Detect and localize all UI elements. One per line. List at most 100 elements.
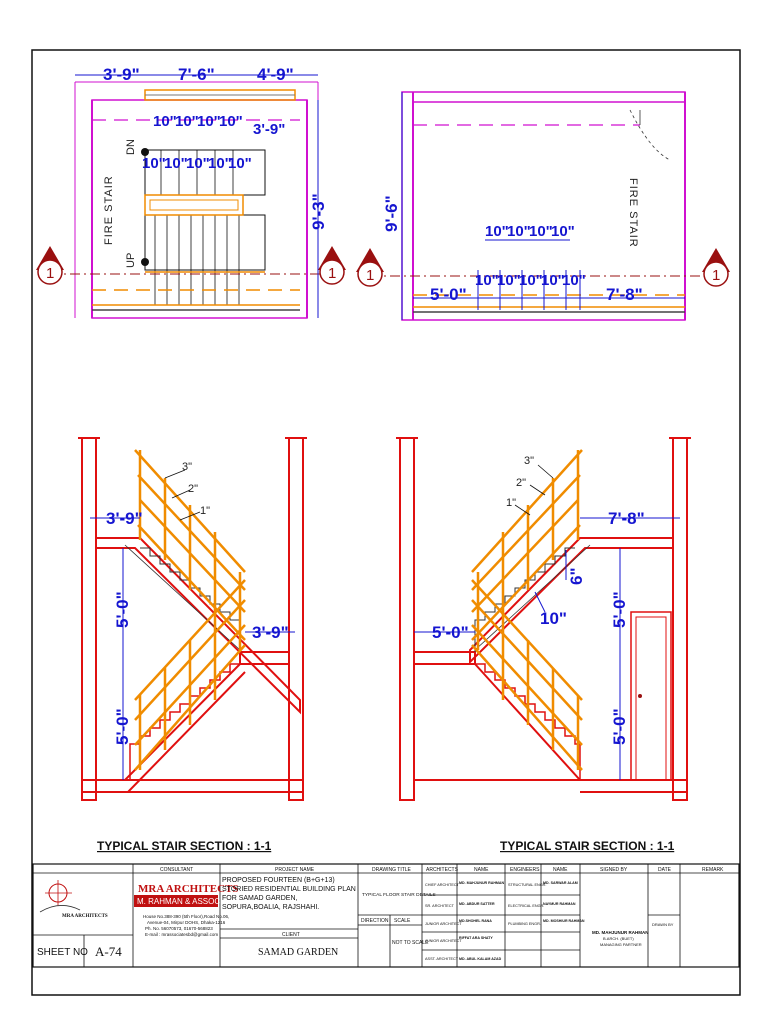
tb-sheet-label: SHEET NO (37, 947, 88, 958)
plan-right-dim-left: 9'-6" (382, 195, 401, 232)
plan-left-dim-top-3: 4'-9" (257, 65, 294, 84)
tb-arch-name-3: MD.SHOHEL RANA (459, 919, 492, 923)
plan-left-tread-upper-side: 3'-9" (253, 121, 285, 138)
title-block: CONSULTANT PROJECT NAME DRAWING TITLE AR… (32, 863, 740, 968)
section-right-rail-3: 3" (524, 455, 534, 467)
tb-arch-role-4: JUNIOR ARCHITECT (425, 939, 462, 943)
tb-eng-name-3: MD. MOSHIUR RAHMAN (543, 919, 585, 923)
plan-left-tread-upper: 10" 10" 10" 10" 3'-9" (153, 113, 285, 138)
plan-right-section-marker-left: 1 (356, 248, 384, 287)
tb-col-name: NAME (474, 867, 489, 873)
tb-arch-role-2: SR. ARCHITECT (425, 904, 455, 908)
plan-left-label-up: UP (125, 253, 137, 268)
plan-left-tread-lower-2: 10" (164, 155, 188, 172)
section-right-title: TYPICAL STAIR SECTION : 1-1 (500, 839, 675, 853)
plan-left-section-marker-right-label: 1 (328, 265, 336, 282)
tb-col-remark: REMARK (702, 867, 724, 873)
section-right-wall-left (399, 437, 415, 801)
tb-eng-name-1: MD. SARWAR ALAM (543, 881, 578, 885)
section-right-rail-2: 2" (516, 477, 526, 489)
tb-direction-header: DIRECTION (361, 918, 389, 924)
section-right-landing-mid: 5'-0" (432, 623, 469, 642)
section-left-slab-lower (81, 663, 246, 793)
plan-left-dim-right: 9'-3" (309, 193, 328, 230)
plan-right: FIRE STAIR 9'-6" 10" 10" 10" 10" 10" 10"… (356, 91, 730, 321)
section-right-slab-upper (469, 537, 674, 665)
plan-right-tread-lower-2: 10" (497, 272, 521, 289)
section-left-landing-top: 3'-9" (106, 509, 143, 528)
plan-right-tread-upper-3: 10" (529, 223, 553, 240)
plan-right-section-marker-left-label: 1 (366, 267, 374, 284)
section-right-wall-right (672, 437, 688, 801)
section-left-title: TYPICAL STAIR SECTION : 1-1 (97, 839, 272, 853)
tb-eng-name-2: NAYMUR RAHMAN (543, 902, 576, 906)
tb-col-signed: SIGNED BY (600, 867, 628, 873)
section-left-height-upper: 5'-0" (113, 591, 132, 628)
tb-arch-name-2: MD. ABDUR SATTER (459, 902, 495, 906)
tb-client-name: SAMAD GARDEN (258, 947, 338, 958)
tb-col-date: DATE (658, 867, 672, 873)
plan-right-tread-upper-4: 10" (551, 223, 575, 240)
plan-right-dim-bottom-left: 5'-0" (430, 285, 467, 304)
section-left-rail-1: 1" (200, 505, 210, 517)
section-right-door (630, 611, 672, 781)
plan-left-tread-upper-4: 10" (219, 113, 243, 130)
tb-drawn-by: DRAWN BY (652, 922, 674, 927)
plan-right-tread-upper-1: 10" (485, 223, 509, 240)
tb-address-2: Avenue-04, Mirpur DOHS, Dhaka-1216 (147, 920, 226, 925)
plan-right-tread-upper-2: 10" (507, 223, 531, 240)
tb-sheet-no: A-74 (95, 944, 122, 959)
tb-col-name2: NAME (553, 867, 568, 873)
tb-eng-role-2: ELECTRICAL ENGR. (508, 904, 544, 908)
section-right-slab-mid (413, 651, 476, 665)
tb-signed-line2: B.ARCH. (BUET) (603, 936, 634, 941)
mra-logo: MRA ARCHITECTS (39, 880, 108, 919)
plan-right-tread-lower-4: 10" (541, 272, 565, 289)
section-left-rail-3: 3" (182, 461, 192, 473)
tb-eng-role-3: PLUMBING ENGR. (508, 922, 541, 926)
section-right-upper-steps (474, 547, 575, 652)
plan-right-dim-bottom-right: 7'-8" (606, 285, 643, 304)
plan-left-dim-top-2: 7'-6" (178, 65, 215, 84)
plan-right-section-marker-right: 1 (702, 248, 730, 287)
tb-project-header: PROJECT NAME (275, 867, 315, 873)
tb-arch-name-5: MD. ABUL KALAM AZAD (459, 957, 502, 961)
section-right-rail-1: 1" (506, 497, 516, 509)
sheet-border (31, 49, 741, 996)
plan-left-tread-lower-5: 10" (228, 155, 252, 172)
section-left-height-lower: 5'-0" (113, 708, 132, 745)
section-right: 3" 2" 1" 7'-8" 5'-0" 6" 10" 5'-0" 5'-0" … (396, 437, 691, 853)
section-left-landing-mid: 3'-9" (252, 623, 289, 642)
plan-left-tread-upper-3: 10" (197, 113, 221, 130)
plan-right-tread-lower-5: 10" (562, 272, 586, 289)
section-left-wall-left (81, 437, 97, 801)
plan-left-tread-upper-2: 10" (175, 113, 199, 130)
tb-scale-value: NOT TO SCALE (392, 940, 429, 946)
tb-arch-role-5: ASST. ARCHITECT (425, 957, 459, 961)
tb-signed-line3: MANAGING PARTNER (600, 942, 642, 947)
section-left-lower-steps (129, 663, 240, 780)
section-left-slab-mid (239, 651, 290, 665)
plan-right-tread-lower-1: 10" (475, 272, 499, 289)
plan-left-tread-lower: 10" 10" 10" 10" 10" (142, 155, 252, 172)
tb-drawing-title: TYPICAL FLOOR STAIR DETAILS (362, 892, 436, 898)
plan-left-tread-upper-1: 10" (153, 113, 177, 130)
tb-col-engineers: ENGINEERS (510, 867, 540, 873)
section-right-tread: 10" (540, 609, 567, 628)
plan-left-midlanding (144, 194, 244, 216)
tb-arch-role-3: JUNIOR ARCHITECT (425, 922, 462, 926)
section-left: 3" 2" 1" 3'-9" 3'-9" 5'-0" 5'-0" TYPICAL… (78, 437, 307, 853)
plan-left-section-marker-left-label: 1 (46, 265, 54, 282)
plan-left-section-marker-right: 1 (318, 246, 346, 285)
tb-client-header: CLIENT (282, 932, 300, 938)
tb-address-4: E-mail : mrassociatesbd@gmail.com (145, 932, 218, 937)
plan-right-label-fire: FIRE STAIR (627, 178, 639, 248)
tb-project-name: PROPOSED FOURTEEN (B+G+13) STORIED RESID… (222, 877, 356, 911)
plan-right-tread-lower-3: 10" (519, 272, 543, 289)
plan-left-tread-lower-3: 10" (186, 155, 210, 172)
tb-eng-role-1: STRUCTURAL ENGR. (508, 883, 546, 887)
section-left-rail-2: 2" (188, 483, 198, 495)
tb-firm-sub: M. RAHMAN & ASSOCIATES (137, 897, 243, 906)
plan-left-tread-lower-1: 10" (142, 155, 166, 172)
